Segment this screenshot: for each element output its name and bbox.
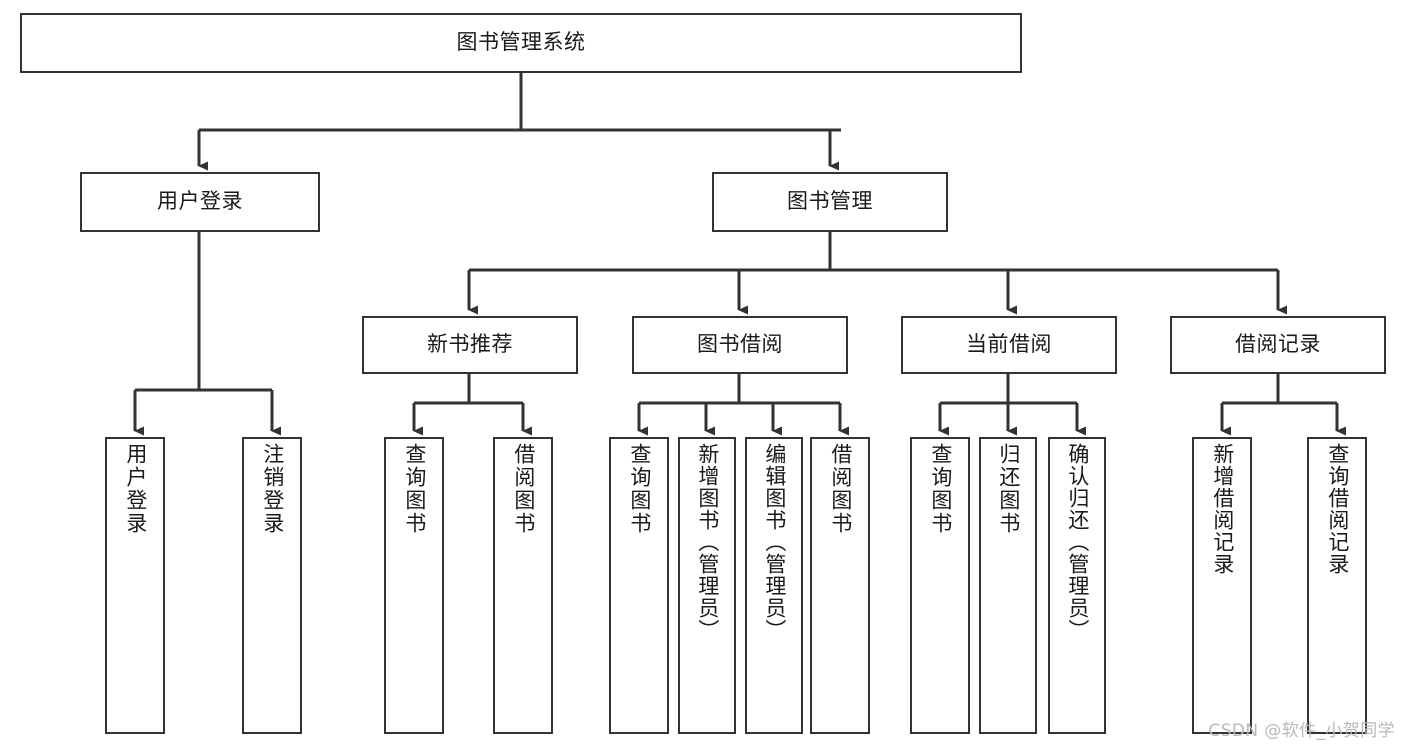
node-leaf-query-record[interactable]: 查询借阅记录 [1307, 437, 1367, 734]
node-leaf-user-login-label: 用户登录 [123, 443, 148, 535]
node-leaf-query-book-3[interactable]: 查询图书 [910, 437, 970, 734]
node-leaf-confirm-return-label: 确认归还（管理员） [1065, 443, 1090, 641]
csdn-watermark: CSDN @软件_小贺同学 [1208, 721, 1395, 741]
node-leaf-edit-book[interactable]: 编辑图书（管理员） [745, 437, 803, 734]
node-leaf-query-record-label: 查询借阅记录 [1325, 443, 1350, 575]
node-current-borrow-label: 当前借阅 [966, 332, 1052, 357]
edge-currentborrow-to-leaves [938, 374, 1086, 436]
node-user-login[interactable]: 用户登录 [80, 172, 320, 232]
node-book-borrow[interactable]: 图书借阅 [632, 316, 848, 374]
node-current-borrow[interactable]: 当前借阅 [901, 316, 1117, 374]
edge-bookborrow-to-leaves [637, 374, 849, 436]
edge-bookmanagement-to-level3 [467, 232, 1287, 315]
node-leaf-query-book-3-label: 查询图书 [928, 443, 953, 535]
node-leaf-query-book-2[interactable]: 查询图书 [609, 437, 669, 734]
node-leaf-add-record-label: 新增借阅记录 [1210, 443, 1235, 575]
node-leaf-add-record[interactable]: 新增借阅记录 [1192, 437, 1252, 734]
node-root[interactable]: 图书管理系统 [20, 13, 1022, 73]
edge-newbook-to-leaves [412, 374, 532, 436]
node-leaf-return-book[interactable]: 归还图书 [979, 437, 1037, 734]
node-leaf-borrow-book-2-label: 借阅图书 [828, 443, 853, 535]
node-book-management-label: 图书管理 [787, 189, 873, 214]
edge-userlogin-to-leaves [133, 232, 281, 436]
node-leaf-confirm-return[interactable]: 确认归还（管理员） [1048, 437, 1106, 734]
node-leaf-user-logout[interactable]: 注销登录 [242, 437, 302, 734]
node-leaf-query-book-1-label: 查询图书 [402, 443, 427, 535]
node-book-management[interactable]: 图书管理 [712, 172, 948, 232]
edge-borrowrecord-to-leaves [1220, 374, 1346, 436]
node-leaf-user-login[interactable]: 用户登录 [105, 437, 165, 734]
node-book-borrow-label: 图书借阅 [697, 332, 783, 357]
node-leaf-add-book-label: 新增图书（管理员） [695, 443, 720, 641]
node-leaf-return-book-label: 归还图书 [996, 443, 1021, 535]
node-leaf-add-book[interactable]: 新增图书（管理员） [678, 437, 736, 734]
node-leaf-query-book-1[interactable]: 查询图书 [384, 437, 444, 734]
node-new-book-recommend-label: 新书推荐 [427, 332, 513, 357]
node-root-label: 图书管理系统 [456, 30, 586, 55]
node-borrow-record[interactable]: 借阅记录 [1170, 316, 1386, 374]
node-leaf-user-logout-label: 注销登录 [260, 443, 285, 535]
edge-root-to-level2 [197, 73, 841, 171]
node-user-login-label: 用户登录 [157, 189, 243, 214]
node-borrow-record-label: 借阅记录 [1235, 332, 1321, 357]
node-leaf-borrow-book-1-label: 借阅图书 [511, 443, 536, 535]
node-leaf-edit-book-label: 编辑图书（管理员） [762, 443, 787, 641]
node-leaf-borrow-book-1[interactable]: 借阅图书 [493, 437, 553, 734]
node-new-book-recommend[interactable]: 新书推荐 [362, 316, 578, 374]
node-leaf-borrow-book-2[interactable]: 借阅图书 [810, 437, 870, 734]
node-leaf-query-book-2-label: 查询图书 [627, 443, 652, 535]
